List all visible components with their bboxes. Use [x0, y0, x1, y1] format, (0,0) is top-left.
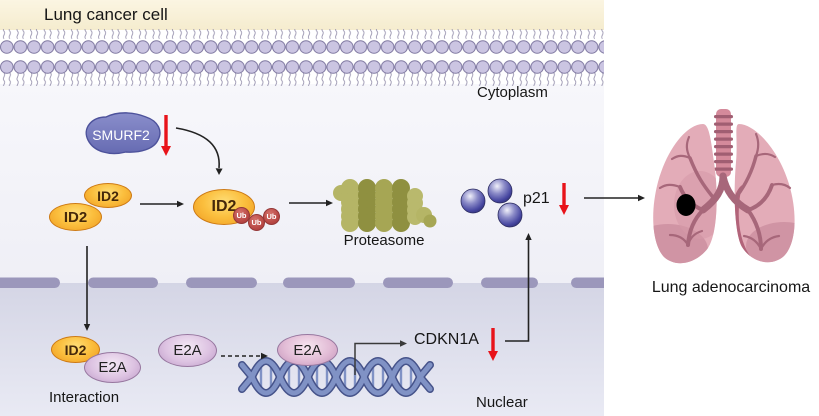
- smurf2-label: SMURF2: [92, 127, 150, 143]
- cell-title: Lung cancer cell: [44, 5, 168, 24]
- e2a-on-dna-oval: E2A: [277, 334, 338, 366]
- id2-oval: ID2: [51, 336, 100, 363]
- ubiquitin-badge: Ub: [263, 208, 280, 225]
- interaction-label: Interaction: [49, 389, 120, 406]
- pathway-arrows: [86, 127, 638, 375]
- lungs-illustration: [653, 109, 795, 264]
- nuclear-membrane: [0, 277, 604, 288]
- plasma-membrane: [0, 29, 604, 86]
- cdkn1a-label: CDKN1A: [414, 331, 479, 348]
- proteasome-illustration: [333, 179, 437, 232]
- trachea: [716, 109, 731, 177]
- red-arrowheads: [161, 146, 569, 361]
- smurf2-blob: [85, 112, 161, 155]
- id2-oval: ID2: [84, 183, 132, 208]
- id2-oval: ID2: [49, 203, 102, 231]
- red-down-arrows: [164, 115, 566, 352]
- bronchial-tree: [658, 132, 792, 251]
- trachea-rings: [714, 115, 733, 171]
- tumor-spot: [676, 194, 696, 216]
- lung-adenocarcinoma-label: Lung adenocarcinoma: [651, 279, 811, 296]
- proteasome-label: Proteasome: [343, 232, 425, 249]
- cell-top-band: [0, 0, 604, 30]
- p21-label: p21: [523, 190, 550, 207]
- arrowheads: [83, 168, 645, 360]
- dna-helix: [238, 357, 434, 397]
- dna-strands: [238, 357, 434, 397]
- e2a-oval: E2A: [158, 334, 217, 367]
- e2a-oval: E2A: [84, 352, 141, 383]
- cytoplasm-label: Cytoplasm: [477, 84, 548, 101]
- p21-protein-spheres: [460, 178, 523, 228]
- nuclear-label: Nuclear: [476, 394, 528, 411]
